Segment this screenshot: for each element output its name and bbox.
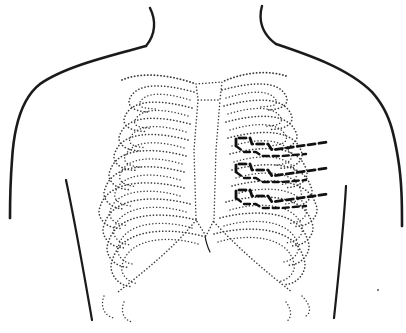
rib-left-1-upper (129, 86, 194, 112)
body-outline (10, 6, 402, 320)
rib-right-10-lower (218, 237, 294, 281)
sternum-manubrium (196, 82, 222, 100)
rib-left-6-upper (104, 167, 184, 209)
left-shoulder-arm-line (10, 46, 146, 218)
sternum-body (194, 100, 220, 236)
rib-left-2-upper (124, 102, 192, 131)
rib-left-9-lower (118, 223, 192, 264)
rib-right-1-upper (222, 84, 287, 110)
neck-right-line (261, 6, 276, 44)
marked-rib-2-upper (236, 164, 328, 176)
rib-right-2-upper (224, 100, 292, 129)
rib-right-10-upper (214, 229, 305, 284)
rib-tip-left-1 (102, 296, 114, 318)
rib-tip-right-2 (286, 302, 291, 322)
rib-right-2-lower (228, 108, 281, 126)
mid-sternum-notch (205, 236, 210, 252)
rib-markings (236, 138, 328, 208)
rib-left-2-lower (135, 110, 188, 128)
rib-right-9-upper (220, 213, 309, 265)
marked-rib-1-upper (236, 138, 328, 150)
right-shoulder-arm-line (276, 44, 402, 226)
rib-left-4-upper (114, 134, 188, 170)
rib-right-1-lower (226, 92, 276, 107)
rib-right-9-lower (224, 221, 298, 262)
right-torso-side-line (334, 186, 346, 318)
left-torso-side-line (66, 180, 92, 320)
neck-left-line (146, 8, 154, 46)
stray-dot (377, 289, 379, 291)
rib-left-10-lower (122, 239, 198, 283)
rib-tip-right-1 (302, 296, 309, 316)
rib-tip-left-2 (122, 302, 132, 322)
rib-left-9-upper (107, 215, 196, 267)
rib-left-10-upper (111, 231, 202, 286)
clavicle-right (222, 73, 286, 82)
rib-left-1-lower (140, 94, 190, 109)
clavicle-left (122, 75, 196, 84)
rib-left-3-upper (119, 118, 190, 150)
rib-cage (99, 73, 317, 322)
rib-left-4-lower (125, 143, 184, 167)
